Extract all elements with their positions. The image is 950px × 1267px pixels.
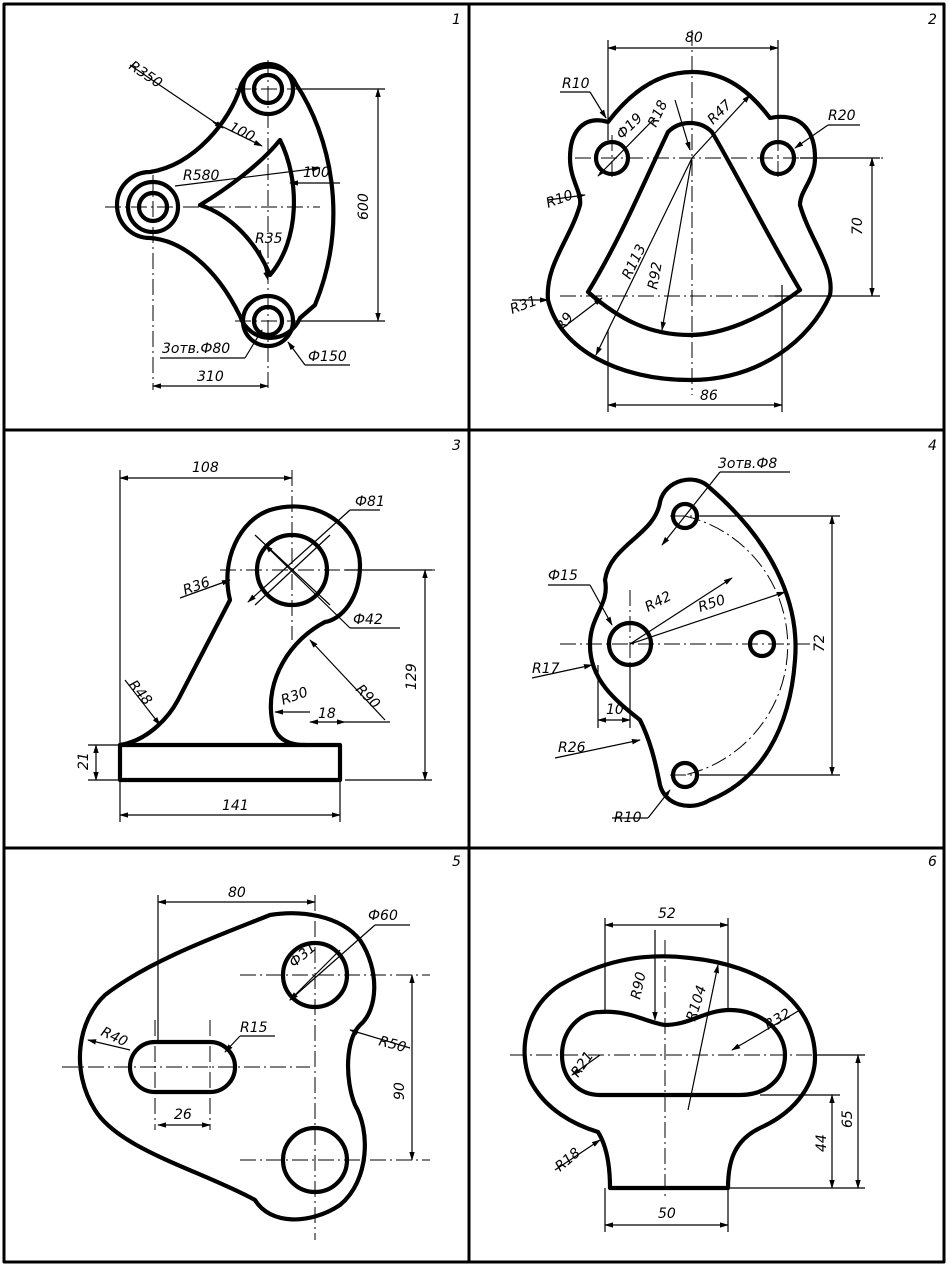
part-2-outline — [545, 69, 833, 383]
dimension-label: R31 — [508, 293, 539, 317]
dimension-label: R47 — [705, 97, 736, 128]
dimension-label: 90 — [392, 1082, 408, 1100]
panel-number: 5 — [452, 854, 461, 870]
dimension-label: Ф15 — [548, 568, 578, 584]
dimension-label: 3отв.Ф8 — [718, 456, 777, 472]
dimension-label: 52 — [658, 906, 676, 922]
dimension-label: 72 — [812, 634, 828, 652]
panel-number: 1 — [452, 12, 461, 28]
dimension-label: 80 — [685, 30, 703, 46]
panel-1: 1 R350 100 R580 100 600 R35 3отв.Ф80 — [105, 12, 461, 390]
dimension-label: Ф150 — [308, 349, 347, 365]
part-3-outline — [117, 742, 343, 783]
dimension-label: R350 — [126, 58, 165, 92]
part-6-window — [559, 1007, 788, 1098]
dimension-label: 86 — [700, 388, 718, 404]
part-4-outline — [587, 477, 798, 808]
dimension-label: 108 — [192, 460, 219, 476]
dimension-label: R20 — [828, 108, 856, 124]
dimension-label: R36 — [181, 574, 212, 598]
panel-2: 2 80 R10 R18 R47 R20 Ф19 R10 70 R113 — [508, 12, 937, 412]
part-1-outline — [114, 64, 336, 340]
dimension-label: R18 — [552, 1145, 583, 1175]
dimension-label: 70 — [850, 217, 866, 235]
dimension-label: R21 — [568, 1049, 597, 1081]
dimension-label: 600 — [356, 193, 372, 220]
panel-6: 6 52 R90 R104 R32 R21 65 44 R18 50 — [510, 854, 937, 1232]
dimension-label: 50 — [658, 1206, 676, 1222]
dimension-label: R18 — [645, 98, 671, 130]
dimension-label: R10 — [614, 810, 642, 826]
dimension-label: R113 — [619, 242, 649, 282]
dimension-label: 310 — [197, 369, 224, 385]
part-5-outline — [77, 911, 377, 1222]
dimension-label: R15 — [240, 1020, 268, 1036]
dimension-label: R104 — [684, 984, 710, 1024]
panel-number: 2 — [928, 12, 937, 28]
dimension-label: R10 — [544, 187, 575, 211]
panel-4: 4 3отв.Ф8 Ф15 R42 R50 72 R17 10 R26 — [531, 438, 937, 826]
dimension-label: 21 — [76, 752, 92, 770]
dimension-label: R48 — [125, 677, 155, 708]
dimension-label: 80 — [228, 885, 246, 901]
dimension-label: Ф19 — [614, 110, 646, 142]
panel-5: 5 80 Ф60 Ф31 R40 R15 R50 90 26 — [62, 854, 461, 1240]
dimension-label: 100 — [303, 165, 330, 181]
dimension-label: 3отв.Ф80 — [162, 341, 230, 357]
dimension-label: R17 — [532, 661, 560, 677]
dimension-label: 18 — [318, 706, 336, 722]
dimension-label: R9 — [553, 310, 577, 335]
dimension-label: 141 — [222, 798, 249, 814]
dimension-label: R10 — [562, 76, 590, 92]
dimension-label: 26 — [174, 1107, 192, 1123]
dimension-label: R35 — [255, 231, 283, 247]
dimension-label: R26 — [558, 740, 586, 756]
dimension-label: 65 — [840, 1110, 856, 1128]
dimension-label: 10 — [606, 702, 624, 718]
dimension-label: R50 — [377, 1033, 408, 1056]
dimension-label: 44 — [814, 1134, 830, 1152]
dimension-label: R580 — [183, 168, 220, 184]
dimension-label: Ф60 — [368, 908, 398, 924]
dimension-label: R92 — [645, 261, 666, 291]
dimension-label: R30 — [279, 684, 310, 708]
dimension-label: Ф42 — [353, 612, 383, 628]
dimension-label: R32 — [762, 1006, 794, 1034]
panel-number: 4 — [928, 438, 937, 454]
part-3-body — [117, 504, 363, 748]
panel-3: 3 108 Ф81 R36 Ф42 129 R90 R48 R30 18 — [76, 438, 461, 822]
panel-number: 3 — [452, 438, 461, 454]
part-6-outline — [522, 954, 818, 1191]
dimension-label: 129 — [404, 663, 420, 690]
dimension-label: R90 — [628, 970, 649, 1000]
panel-number: 6 — [928, 854, 937, 870]
dimension-label: Ф81 — [355, 494, 385, 510]
dimension-label: R42 — [642, 588, 674, 615]
dimension-label: R90 — [352, 682, 383, 713]
part-2-window — [585, 120, 803, 338]
